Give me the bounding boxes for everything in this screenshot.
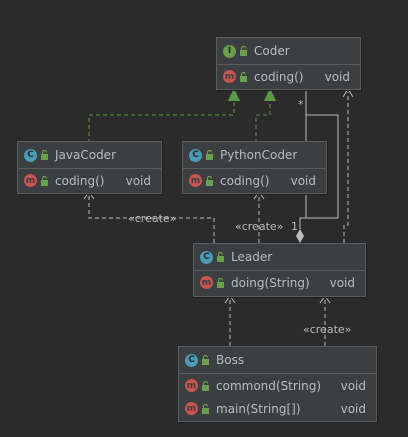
leader-class-box[interactable]: C Leader m doing(String) void <box>193 243 366 297</box>
realization-arrowhead-pythoncoder <box>264 88 276 101</box>
method-icon: m <box>200 276 213 289</box>
lock-open-icon <box>41 150 48 160</box>
method-name: commond(String) <box>216 378 322 393</box>
dependency-leader-coder <box>343 92 349 243</box>
javacoder-name: JavaCoder <box>55 148 117 162</box>
class-icon: C <box>200 250 213 264</box>
lock-open-icon <box>202 355 209 365</box>
class-icon: C <box>24 148 37 162</box>
realization-javacoder-coder <box>88 96 235 143</box>
aggregation-line <box>299 90 339 229</box>
boss-name: Boss <box>216 353 245 367</box>
leader-header: C Leader <box>194 244 365 271</box>
class-icon: C <box>185 353 198 367</box>
method-icon: m <box>185 379 198 392</box>
method-return-type: void <box>125 173 151 188</box>
leader-method-doing[interactable]: m doing(String) void <box>194 271 365 294</box>
lock-open-icon <box>217 277 224 288</box>
pythoncoder-header: C PythonCoder <box>183 142 326 169</box>
create-label-pythoncoder: «create» <box>235 220 284 233</box>
create-label-javacoder: «create» <box>128 212 177 225</box>
coder-interface-box[interactable]: I Coder m coding() void <box>216 37 361 90</box>
pythoncoder-name: PythonCoder <box>220 148 298 162</box>
pythoncoder-class-box[interactable]: C PythonCoder m coding() void <box>182 141 327 194</box>
method-return-type: void <box>324 69 350 84</box>
lock-open-icon <box>202 403 209 414</box>
method-return-type: void <box>329 275 355 290</box>
method-return-type: void <box>290 173 316 188</box>
realization-arrowhead-javacoder <box>228 88 240 101</box>
method-return-type: void <box>340 401 366 416</box>
lock-open-icon <box>240 46 247 56</box>
interface-icon: I <box>223 44 236 58</box>
coder-method-coding[interactable]: m coding() void <box>217 65 360 88</box>
method-name: main(String[]) <box>216 401 301 416</box>
coder-name: Coder <box>254 44 290 58</box>
lock-open-icon <box>217 252 224 262</box>
method-icon: m <box>189 174 202 187</box>
method-name: coding() <box>254 69 304 84</box>
class-icon: C <box>189 148 202 162</box>
lock-open-icon <box>202 380 209 391</box>
boss-method-main[interactable]: m main(String[]) void <box>179 397 376 420</box>
lock-open-icon <box>240 71 247 82</box>
aggregation-diamond <box>296 229 304 243</box>
boss-class-box[interactable]: C Boss m commond(String) void m main(Str… <box>178 346 377 422</box>
multiplicity-many: * <box>298 98 304 111</box>
lock-open-icon <box>206 150 213 160</box>
create-leader-javacoder <box>88 194 215 243</box>
lock-open-icon <box>41 175 48 186</box>
method-icon: m <box>223 70 236 83</box>
coder-header: I Coder <box>217 38 360 65</box>
lock-open-icon <box>206 175 213 186</box>
pythoncoder-method-coding[interactable]: m coding() void <box>183 169 326 192</box>
boss-header: C Boss <box>179 347 376 374</box>
method-name: doing(String) <box>231 275 310 290</box>
method-name: coding() <box>220 173 270 188</box>
multiplicity-one: 1 <box>291 220 298 233</box>
method-icon: m <box>24 174 37 187</box>
method-return-type: void <box>340 378 366 393</box>
realization-pythoncoder-coder <box>255 96 271 143</box>
javacoder-class-box[interactable]: C JavaCoder m coding() void <box>17 141 162 194</box>
javacoder-method-coding[interactable]: m coding() void <box>18 169 161 192</box>
method-name: coding() <box>55 173 105 188</box>
method-icon: m <box>185 402 198 415</box>
boss-method-commond[interactable]: m commond(String) void <box>179 374 376 397</box>
javacoder-header: C JavaCoder <box>18 142 161 169</box>
create-label-boss: «create» <box>303 323 352 336</box>
leader-name: Leader <box>231 250 273 264</box>
